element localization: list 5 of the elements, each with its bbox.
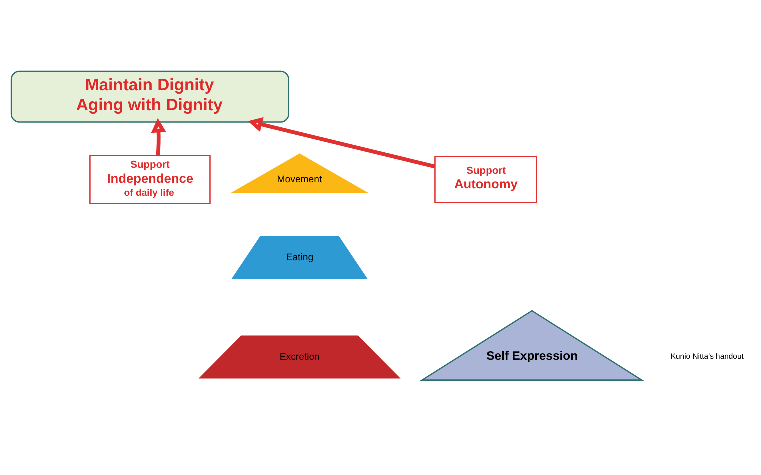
arrow: [151, 118, 166, 156]
node-box: Support Independence of daily life: [90, 155, 211, 204]
arrow: [248, 117, 436, 169]
node-box: Maintain Dignity Aging with Dignity: [10, 70, 290, 123]
node-box: Support Autonomy: [434, 156, 538, 204]
